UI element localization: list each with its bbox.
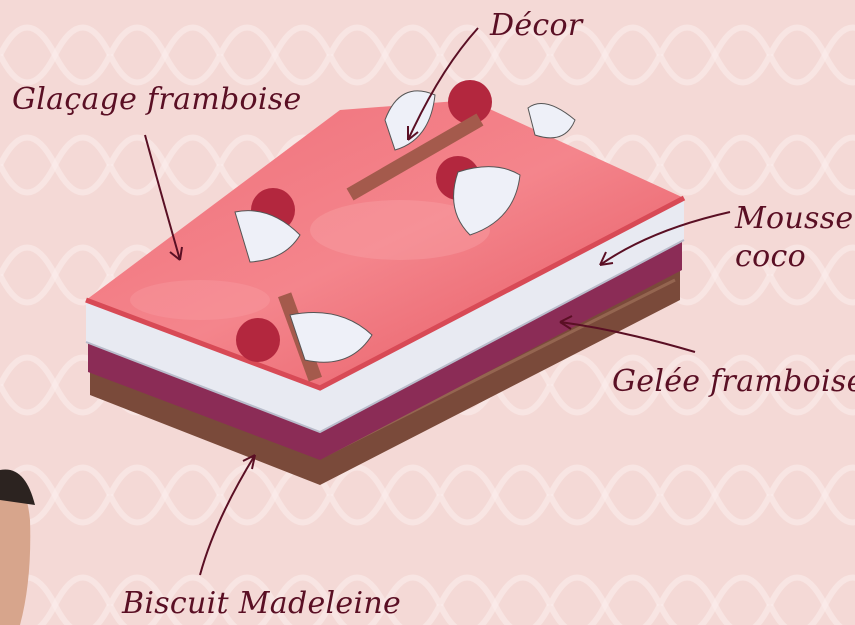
label-gelee-framboise: Gelée framboise [612,366,855,398]
label-decor: Décor [490,10,583,42]
raspberry [236,318,280,362]
label-mousse-coco: Mousse coco [735,200,850,275]
label-biscuit-madeleine: Biscuit Madeleine [122,588,401,620]
label-glacage-framboise: Glaçage framboise [12,84,302,116]
